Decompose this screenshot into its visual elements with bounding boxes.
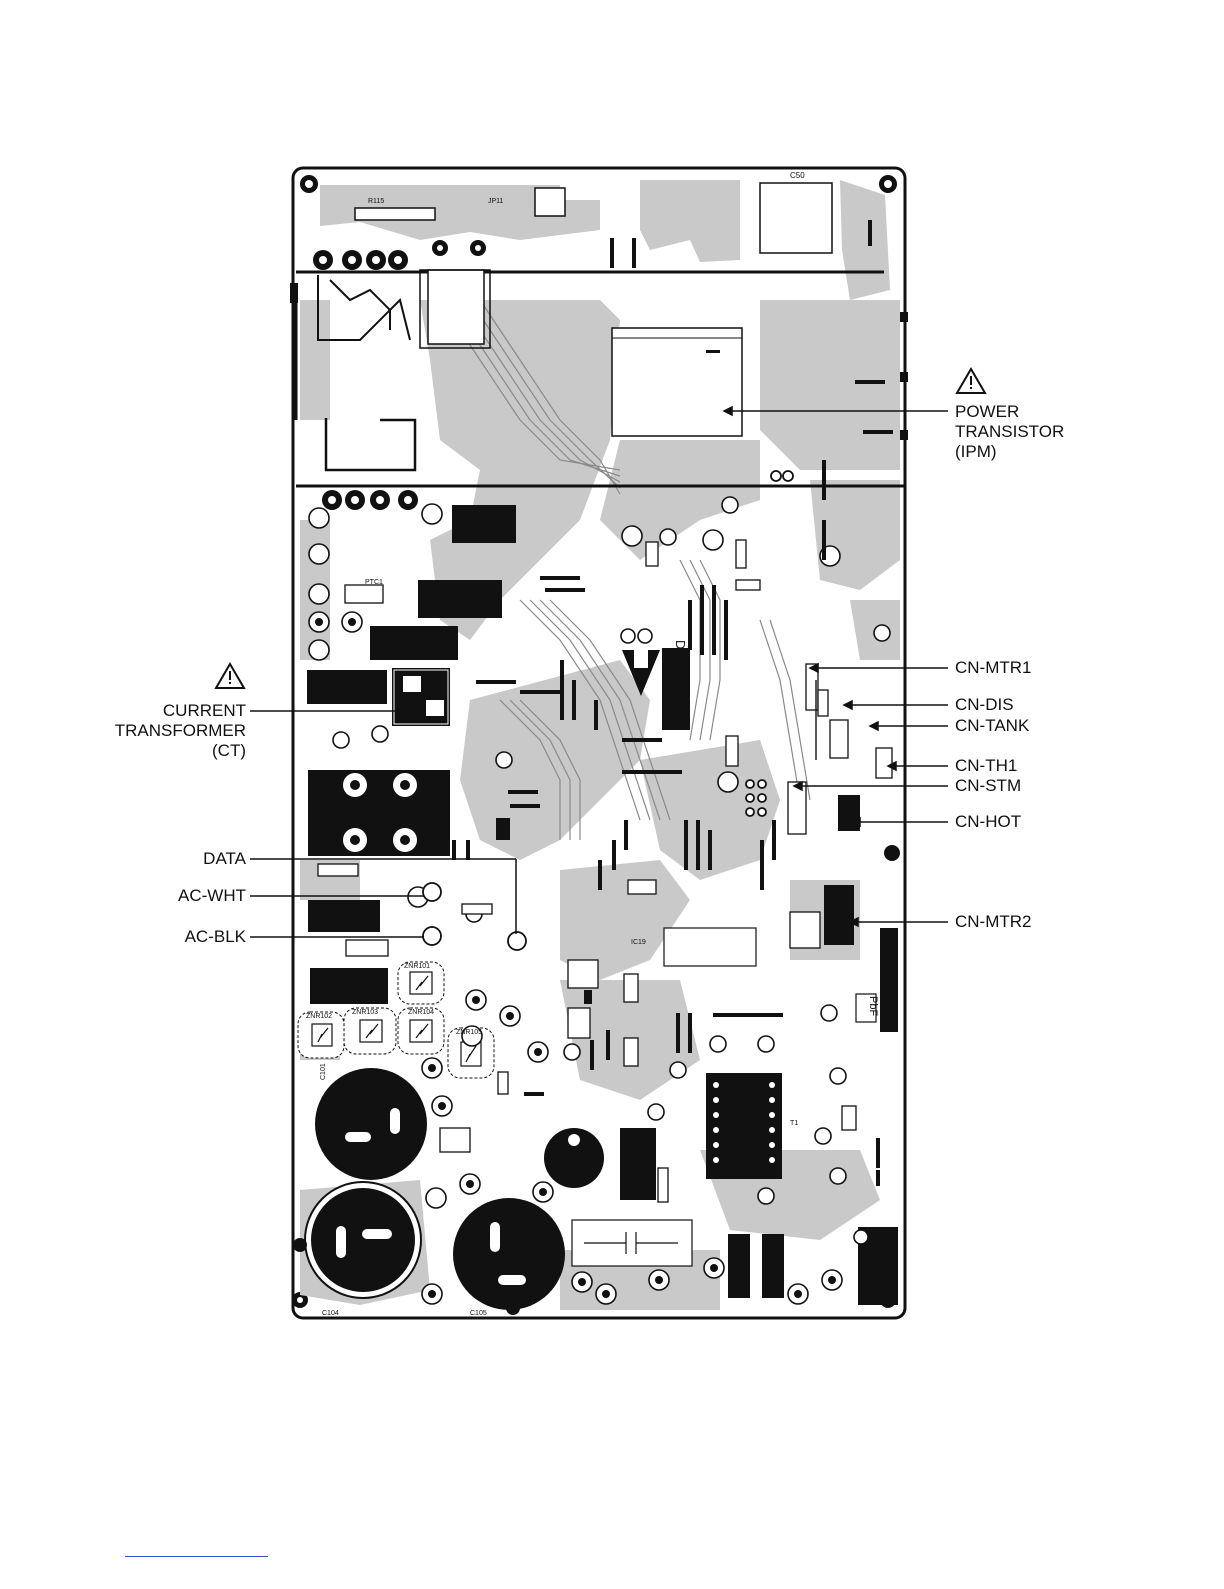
warning-triangle-icon xyxy=(216,664,244,688)
callout-line: (IPM) xyxy=(955,442,1064,462)
relay-ry-c xyxy=(452,505,516,543)
cap-block xyxy=(620,1128,656,1200)
callout-line: POWER xyxy=(955,402,1064,422)
cn-hot-header xyxy=(838,795,860,831)
svg-text:C105: C105 xyxy=(470,1310,487,1317)
svg-text:ZNR105: ZNR105 xyxy=(456,1029,482,1036)
relay-fm2 xyxy=(762,1234,784,1298)
svg-text:C101: C101 xyxy=(320,1063,327,1080)
cn-mtr1-callout: CN-MTR1 xyxy=(955,658,1032,678)
cn-mtr2-header xyxy=(824,885,854,945)
cn-mtr2-callout: CN-MTR2 xyxy=(955,912,1032,932)
relay-fm1 xyxy=(728,1234,750,1298)
relay-lower xyxy=(310,968,388,1004)
cn-tank-callout: CN-TANK xyxy=(955,716,1029,736)
relay-ry-pwr xyxy=(418,580,502,618)
cn-th1-callout: CN-TH1 xyxy=(955,756,1017,776)
ic19-outline xyxy=(664,928,756,966)
svg-text:T1: T1 xyxy=(790,1120,798,1127)
relay-left xyxy=(307,670,387,704)
svg-text:IC19: IC19 xyxy=(631,939,646,946)
svg-text:JP11: JP11 xyxy=(488,198,504,205)
c50-label: C50 xyxy=(790,171,805,180)
ac-blk-callout: AC-BLK xyxy=(90,927,246,947)
callout-line: CURRENT xyxy=(90,701,246,721)
svg-text:ZNR103: ZNR103 xyxy=(352,1009,378,1016)
power-transistor-callout: POWER TRANSISTOR (IPM) xyxy=(955,402,1064,462)
svg-text:ZNR101: ZNR101 xyxy=(404,963,430,970)
svg-text:ZNR104: ZNR104 xyxy=(408,1009,434,1016)
callout-line: TRANSISTOR xyxy=(955,422,1064,442)
svg-text:PTC1: PTC1 xyxy=(365,579,383,586)
data-callout: DATA xyxy=(90,849,246,869)
relay-ry-ac xyxy=(370,626,458,660)
electrolytic-block xyxy=(308,770,450,856)
callout-line: (CT) xyxy=(90,741,246,761)
footer-link-underline[interactable] xyxy=(125,1556,268,1557)
svg-text:PbF: PbF xyxy=(867,996,879,1016)
svg-text:C104: C104 xyxy=(322,1310,339,1317)
cn-dis-callout: CN-DIS xyxy=(955,695,1014,715)
pbf-bar xyxy=(880,928,898,1032)
cn-hot-callout: CN-HOT xyxy=(955,812,1021,832)
svg-text:ZNR102: ZNR102 xyxy=(306,1013,332,1020)
ac-wht-callout: AC-WHT xyxy=(90,886,246,906)
film-capacitor xyxy=(572,1220,692,1266)
ipm-module xyxy=(612,328,742,436)
svg-text:R115: R115 xyxy=(368,198,384,205)
current-transformer-callout: CURRENT TRANSFORMER (CT) xyxy=(90,701,246,761)
warning-triangle-icon xyxy=(957,369,985,393)
callout-line: TRANSFORMER xyxy=(90,721,246,741)
cn-stm-callout: CN-STM xyxy=(955,776,1021,796)
d13p-label: D13P xyxy=(673,640,688,673)
relay-ac xyxy=(308,900,380,932)
